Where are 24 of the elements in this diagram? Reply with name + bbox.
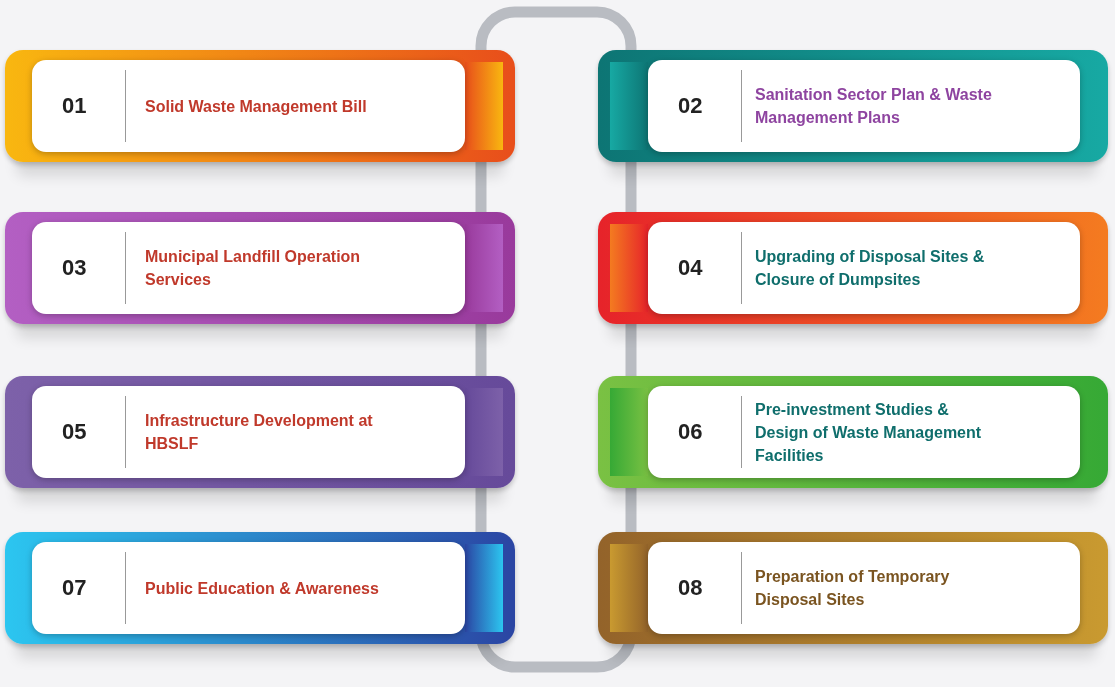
step-title: Solid Waste Management Bill (145, 96, 368, 117)
step-number: 01 (62, 93, 87, 119)
step-title: Infrastructure Development at HBSLF (145, 411, 374, 454)
step-number: 06 (678, 419, 703, 445)
step-number: 05 (62, 419, 87, 445)
step-number: 02 (678, 93, 703, 119)
step-number: 07 (62, 575, 87, 601)
step-number: 04 (678, 255, 703, 281)
list-card (5, 50, 515, 162)
list-card (5, 376, 515, 488)
step-number: 08 (678, 575, 703, 601)
step-title: Upgrading of Disposal Sites & Closure of Dumpsites (755, 247, 986, 290)
list-card (598, 50, 1108, 162)
list-card (598, 376, 1108, 488)
step-title: Sanitation Sector Plan & Waste Management Plans (755, 85, 993, 128)
list-card (598, 532, 1108, 644)
list-card (5, 212, 515, 324)
step-number: 03 (62, 255, 87, 281)
list-card (598, 212, 1108, 324)
step-title: Municipal Landfill Operation Services (145, 247, 362, 290)
step-title: Public Education & Awareness (145, 578, 380, 599)
step-title: Preparation of Temporary Disposal Sites (755, 567, 951, 610)
list-card (5, 532, 515, 644)
step-title: Pre-investment Studies & Design of Waste Management Facilities (755, 399, 983, 466)
